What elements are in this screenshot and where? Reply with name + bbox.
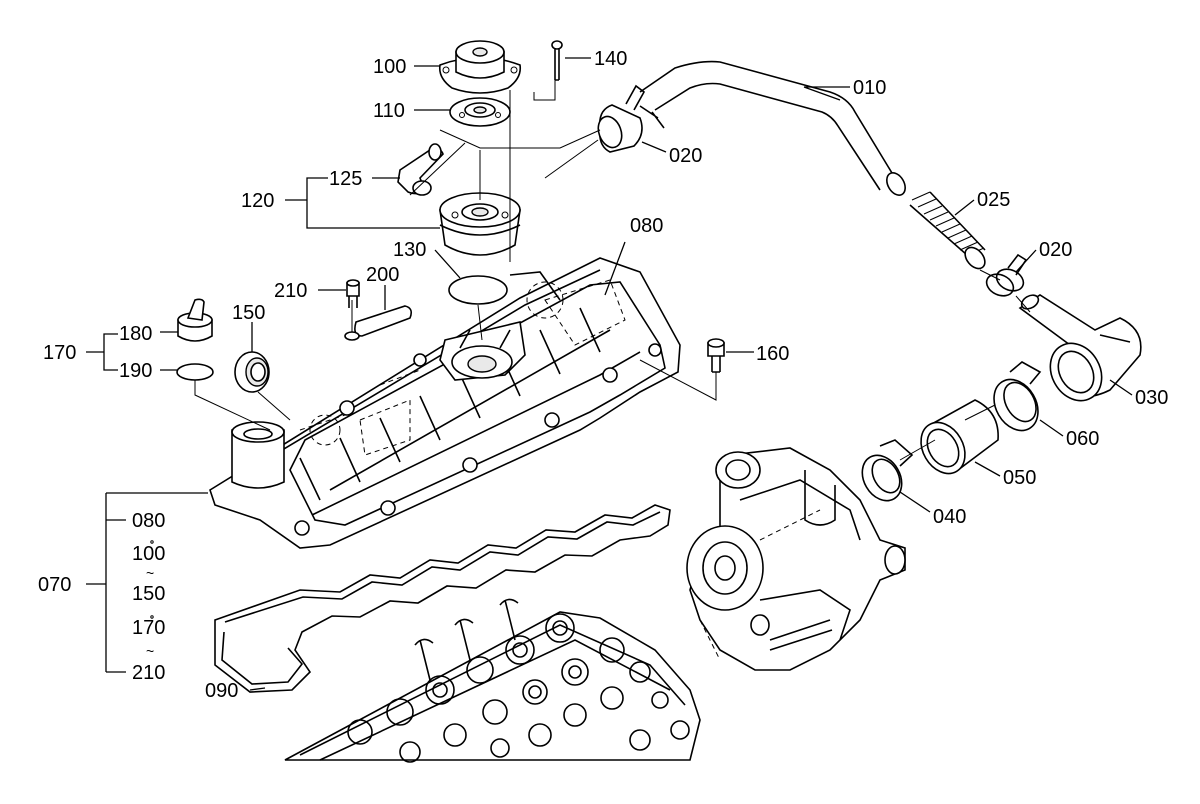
- callout-120: 120: [241, 190, 274, 212]
- cap-100-drawing: [438, 40, 522, 94]
- elbow-125-drawing: [397, 143, 444, 196]
- callout-025: 025: [977, 189, 1010, 211]
- clamp-060-drawing: [993, 361, 1042, 432]
- callout-080-top: 080: [630, 215, 663, 237]
- assembly-item-210: 210: [132, 662, 165, 684]
- plate-200-drawing: [344, 305, 412, 341]
- callout-050: 050: [1003, 467, 1036, 489]
- callout-020-right: 020: [1039, 239, 1072, 261]
- spring-hose-025-drawing: [909, 191, 986, 270]
- assembly-item-170: 170: [132, 617, 165, 639]
- callout-040: 040: [933, 506, 966, 528]
- callout-110: 110: [373, 100, 405, 122]
- callout-100: 100: [373, 56, 406, 78]
- turbocharger-drawing: [686, 447, 906, 671]
- callout-030: 030: [1135, 387, 1168, 409]
- range-mark-1: ~: [146, 565, 154, 581]
- callout-210: 210: [274, 280, 307, 302]
- hose-clip-020-right-drawing: [985, 253, 1028, 297]
- assembly-070-list: 100 ~ 150 170 ~ 210: [132, 540, 165, 684]
- bolt-160-drawing: [707, 338, 725, 373]
- gasket-090-drawing: [214, 504, 671, 693]
- filler-cap-180-drawing: [177, 298, 213, 342]
- screw-140-drawing: [551, 40, 563, 81]
- callout-060: 060: [1066, 428, 1099, 450]
- clamp-040-drawing: [861, 439, 914, 502]
- hose-050-drawing: [920, 399, 999, 475]
- leader-lines: [86, 57, 1133, 691]
- callout-150: 150: [232, 302, 265, 324]
- diaphragm-110-drawing: [449, 97, 511, 127]
- callout-200: 200: [366, 264, 399, 286]
- callout-080-list: 080: [132, 510, 165, 532]
- range-mark-2: ~: [146, 643, 154, 659]
- valve-cover-drawing: [209, 257, 681, 549]
- callout-020-top: 020: [669, 145, 702, 167]
- callout-125: 125: [329, 168, 362, 190]
- callout-160: 160: [756, 343, 789, 365]
- bolt-210-drawing: [346, 279, 360, 308]
- callout-140: 140: [594, 48, 627, 70]
- callout-labels: 010 020 020 025 030 040 050 060 070 080 …: [38, 48, 1168, 702]
- seal-150-drawing: [234, 351, 270, 393]
- cylinder-head-drawing: [284, 598, 701, 763]
- callout-170: 170: [43, 342, 76, 364]
- callout-010: 010: [853, 77, 886, 99]
- assembly-item-100: 100: [132, 543, 165, 565]
- callout-190: 190: [119, 360, 152, 382]
- breather-housing-120-drawing: [439, 192, 521, 256]
- callout-130: 130: [393, 239, 426, 261]
- callout-180: 180: [119, 323, 152, 345]
- callout-090: 090: [205, 680, 238, 702]
- o-ring-190-drawing: [176, 363, 214, 381]
- hose-clip-020-top-drawing: [597, 84, 665, 153]
- pipe-030-drawing: [1018, 294, 1142, 402]
- o-ring-130-drawing: [448, 275, 508, 305]
- pipe-010-drawing: [639, 60, 906, 196]
- callout-070: 070: [38, 574, 71, 596]
- assembly-item-150: 150: [132, 583, 165, 605]
